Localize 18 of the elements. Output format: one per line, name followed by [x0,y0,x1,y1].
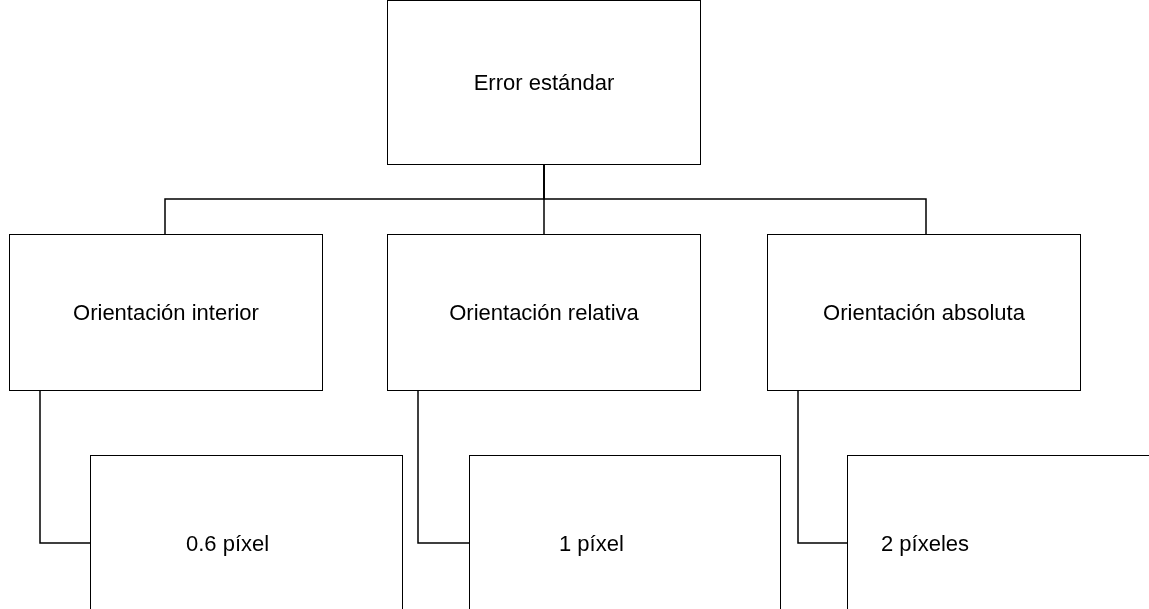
process-box [387,234,701,391]
box-label: Error estándar [473,69,615,96]
process-box [9,234,323,391]
connector-line [797,390,848,544]
connector-line [543,164,927,235]
process-box [847,455,1149,609]
process-box [90,455,403,609]
box-label: Orientación interior [73,299,259,326]
box-label: Orientación absoluta [823,299,1025,326]
connector-line [39,390,91,544]
box-label: Orientación relativa [449,299,639,326]
connector-line [417,390,470,544]
box-label: 0.6 píxel [186,531,270,557]
process-box [469,455,781,609]
process-box [767,234,1081,391]
process-box [387,0,701,165]
box-label: 1 píxel [559,531,624,557]
box-label: 2 píxeles [881,531,970,557]
